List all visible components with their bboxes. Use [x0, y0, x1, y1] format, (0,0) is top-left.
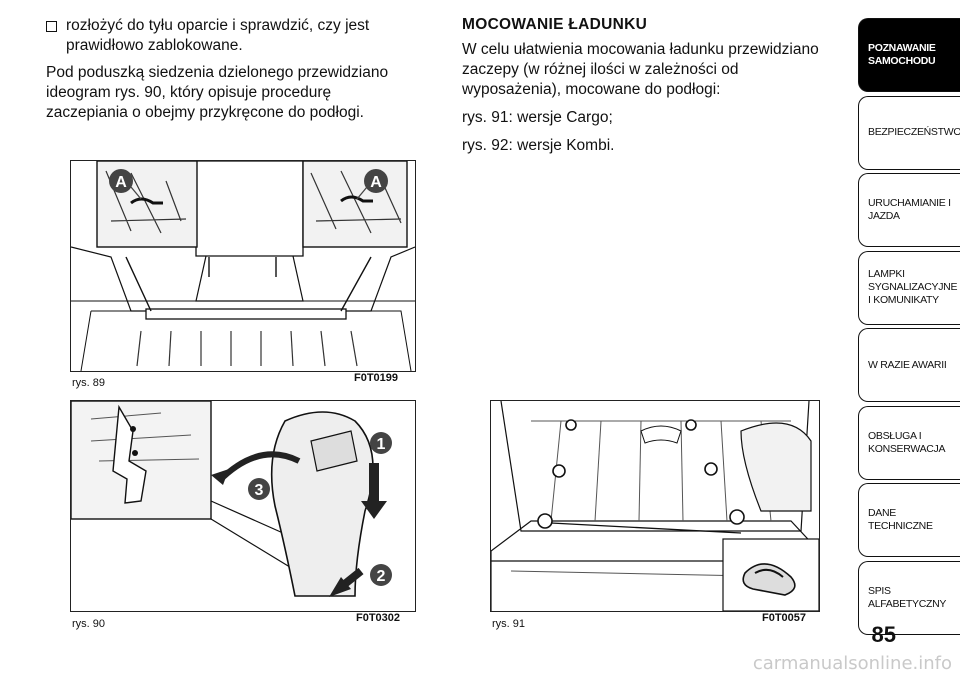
checkbox-bullet-icon [46, 21, 57, 32]
bullet-item: rozłożyć do tyłu oparcie i sprawdzić, cz… [46, 16, 416, 56]
step-1-label: 1 [377, 436, 386, 453]
callout-a-right: A [370, 174, 382, 191]
step-3-label: 3 [255, 482, 264, 499]
tab-obsluga-i-konserwacja[interactable]: OBSŁUGA I KONSERWACJA [858, 405, 960, 480]
tab-uruchamianie-i-jazda[interactable]: URUCHAMIANIE I JAZDA [858, 173, 960, 247]
page-number: 85 [871, 622, 896, 647]
figure-89-code: F0T0199 [354, 372, 399, 384]
tab-spis-alfabetyczny[interactable]: SPIS ALFABETYCZNY [858, 560, 960, 635]
figure-89-caption: rys. 89 [72, 377, 106, 389]
figure-91-code: F0T0057 [762, 612, 807, 624]
watermark: carmanualsonline.info [752, 653, 952, 674]
figure-91-cargo-floor [490, 400, 820, 612]
left-column: rozłożyć do tyłu oparcie i sprawdzić, cz… [46, 16, 416, 123]
right-column: MOCOWANIE ŁADUNKU W celu ułatwienia moco… [462, 16, 832, 164]
figure-89-seat-hooks: A A [70, 160, 416, 372]
figure-90-code: F0T0302 [356, 612, 401, 624]
tab-w-razie-awarii[interactable]: W RAZIE AWARII [858, 328, 960, 402]
tab-dane-techniczne[interactable]: DANE TECHNICZNE [858, 483, 960, 557]
tab-bezpieczenstwo[interactable]: BEZPIECZEŃSTWO [858, 95, 960, 170]
left-paragraph: Pod poduszką siedzenia dzielonego przewi… [46, 64, 389, 121]
tab-poznawanie-samochodu[interactable]: POZNAWANIE SAMOCHODU [858, 18, 960, 92]
figure-90-caption: rys. 90 [72, 618, 106, 630]
seat-hooks-illustration: A A [71, 161, 415, 371]
bullet-text: rozłożyć do tyłu oparcie i sprawdzić, cz… [66, 17, 370, 54]
cargo-floor-illustration [491, 401, 819, 611]
figure-90-procedure: 1 3 2 [70, 400, 416, 612]
tab-lampki-sygnalizacyjne[interactable]: LAMPKI SYGNALIZACYJNE I KOMUNIKATY [858, 250, 960, 325]
figure-91-caption: rys. 91 [492, 618, 526, 630]
section-heading: MOCOWANIE ŁADUNKU [462, 16, 648, 33]
reference-line-2: rys. 92: wersje Kombi. [462, 137, 615, 154]
right-paragraph: W celu ułatwienia mocowania ładunku prze… [462, 41, 819, 98]
callout-a-left: A [115, 174, 127, 191]
reference-line-1: rys. 91: wersje Cargo; [462, 109, 613, 126]
chapter-tabs: POZNAWANIE SAMOCHODU BEZPIECZEŃSTWO URUC… [858, 18, 960, 638]
procedure-illustration: 1 3 2 [71, 401, 415, 611]
step-2-label: 2 [377, 568, 386, 585]
